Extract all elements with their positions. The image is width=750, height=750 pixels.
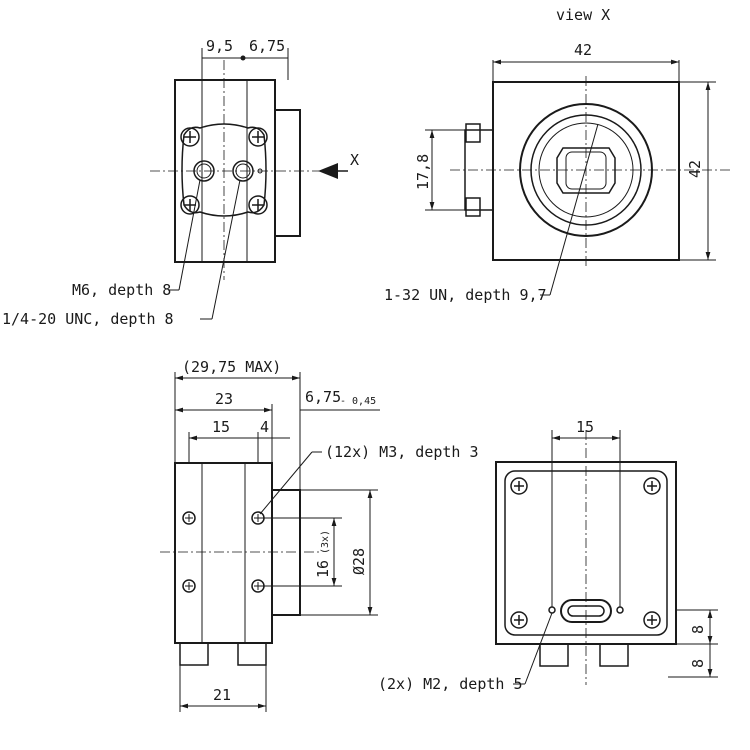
dim-length-23: 23 — [215, 390, 233, 408]
side-view-bottom: (29,75 MAX) 23 6,75 - 0,45 15 4 (12x) M3… — [160, 358, 479, 712]
dim-pitch-v: 16 — [314, 560, 332, 578]
screw-icon — [510, 477, 661, 629]
camera-body-side — [174, 462, 273, 644]
rear-view: 15 8 8 (2x) M2, depth 5 — [378, 418, 718, 693]
dim-flange-tolerance: - 0,45 — [340, 396, 376, 407]
m2-hole-icon — [548, 606, 556, 614]
dim-max-length: (29,75 MAX) — [182, 358, 281, 376]
dim-hole-offset: 4 — [260, 418, 269, 436]
dim-width-42: 42 — [574, 41, 592, 59]
dim-upper-8: 8 — [689, 625, 707, 634]
lens-mount — [275, 109, 301, 237]
callout-m3: (12x) M3, depth 3 — [325, 443, 479, 461]
view-arrow-icon — [318, 163, 338, 179]
view-title: view X — [556, 6, 610, 24]
callout-1-4-20: 1/4-20 UNC, depth 8 — [2, 310, 174, 328]
dim-flange: 6,75 — [305, 388, 341, 406]
lens-mount-side — [272, 489, 301, 616]
view-marker: X — [350, 151, 359, 169]
dim-spacing-15: 15 — [576, 418, 594, 436]
dim-height-42: 42 — [686, 160, 704, 178]
side-view-top: 9,5 6,75 X M6, depth 8 1/4-20 UNC, depth… — [2, 37, 359, 328]
screw-icon — [180, 127, 268, 215]
callout-1-32-un: 1-32 UN, depth 9,7 — [384, 286, 547, 304]
front-view-x: view X 42 42 17,8 1-32 UN, depth 9 — [384, 6, 730, 304]
dim-hole-pitch: 15 — [212, 418, 230, 436]
dim-9-5: 9,5 — [206, 37, 233, 55]
dim-lower-8: 8 — [689, 659, 707, 668]
dim-base-21: 21 — [213, 686, 231, 704]
dim-offset-17-8: 17,8 — [414, 154, 432, 190]
dim-pitch-v-qty: (3x) — [320, 530, 331, 554]
m3-hole-icon — [182, 511, 265, 593]
m2-hole-icon — [616, 606, 624, 614]
dim-6-75: 6,75 — [249, 37, 285, 55]
dim-diameter: Ø28 — [350, 548, 368, 575]
callout-m2: (2x) M2, depth 5 — [378, 675, 523, 693]
callout-m6: M6, depth 8 — [72, 281, 171, 299]
